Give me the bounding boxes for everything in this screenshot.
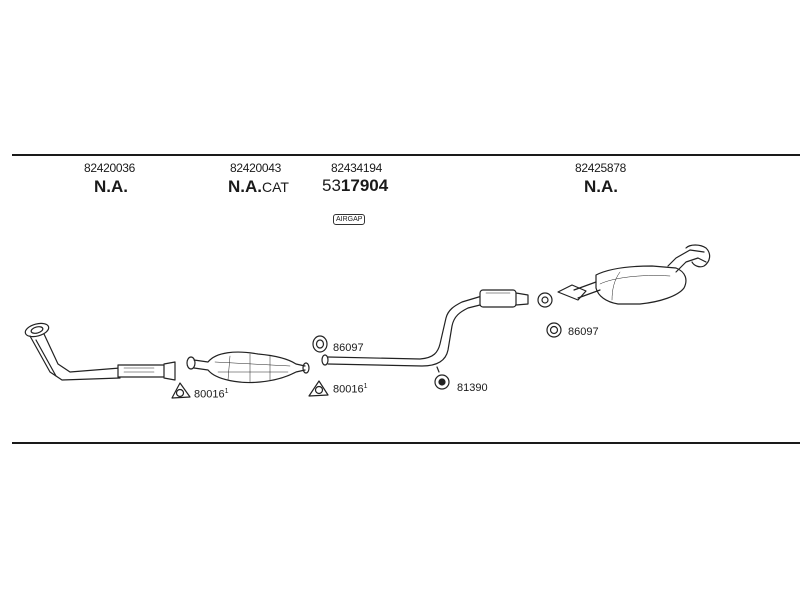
part-number-middle-pipe: 5317904 [322,176,388,196]
ref-label-81390: 81390 [457,382,488,394]
part-code-catalytic-converter: 82420043 [230,161,281,175]
gasket-ring-icon [546,322,562,338]
airgap-badge: AIRGAP [333,214,366,225]
part-code-front-pipe: 82420036 [84,161,135,175]
front-pipe-icon [24,322,176,381]
ref-text: 81390 [457,382,488,394]
gasket-ring-icon [312,335,328,353]
part-number-prefix: 53 [322,176,341,195]
ref-label-86097-b: 86097 [568,326,599,338]
ref-text: 86097 [568,326,599,338]
top-rule [12,154,800,156]
ref-label-86097-a: 86097 [333,342,364,354]
status-label: N.A. [584,177,618,196]
ref-sup: 1 [224,388,229,395]
rear-silencer-icon [557,244,711,305]
status-label: N.A. [228,177,262,196]
ref-label-80016-b: 800161 [333,383,368,396]
gasket-icon [171,382,191,399]
ref-sup: 1 [363,383,368,390]
bottom-rule [12,442,800,444]
gasket-icon [308,380,329,397]
status-suffix: CAT [262,179,289,195]
status-rear-silencer: N.A. [584,177,618,197]
catalytic-converter-icon [186,351,310,384]
rubber-mount-icon [434,374,450,390]
ref-text: 80016 [194,388,225,401]
ref-text: 80016 [333,383,364,396]
ref-label-80016-a: 800161 [194,388,229,401]
ref-text: 86097 [333,342,364,354]
status-catalytic-converter: N.A.CAT [228,177,289,197]
status-label: N.A. [94,177,128,196]
part-code-middle-pipe: 82434194 [331,161,382,175]
status-front-pipe: N.A. [94,177,128,197]
part-code-rear-silencer: 82425878 [575,161,626,175]
middle-pipe-icon [321,289,553,373]
part-number-main: 17904 [340,176,389,195]
